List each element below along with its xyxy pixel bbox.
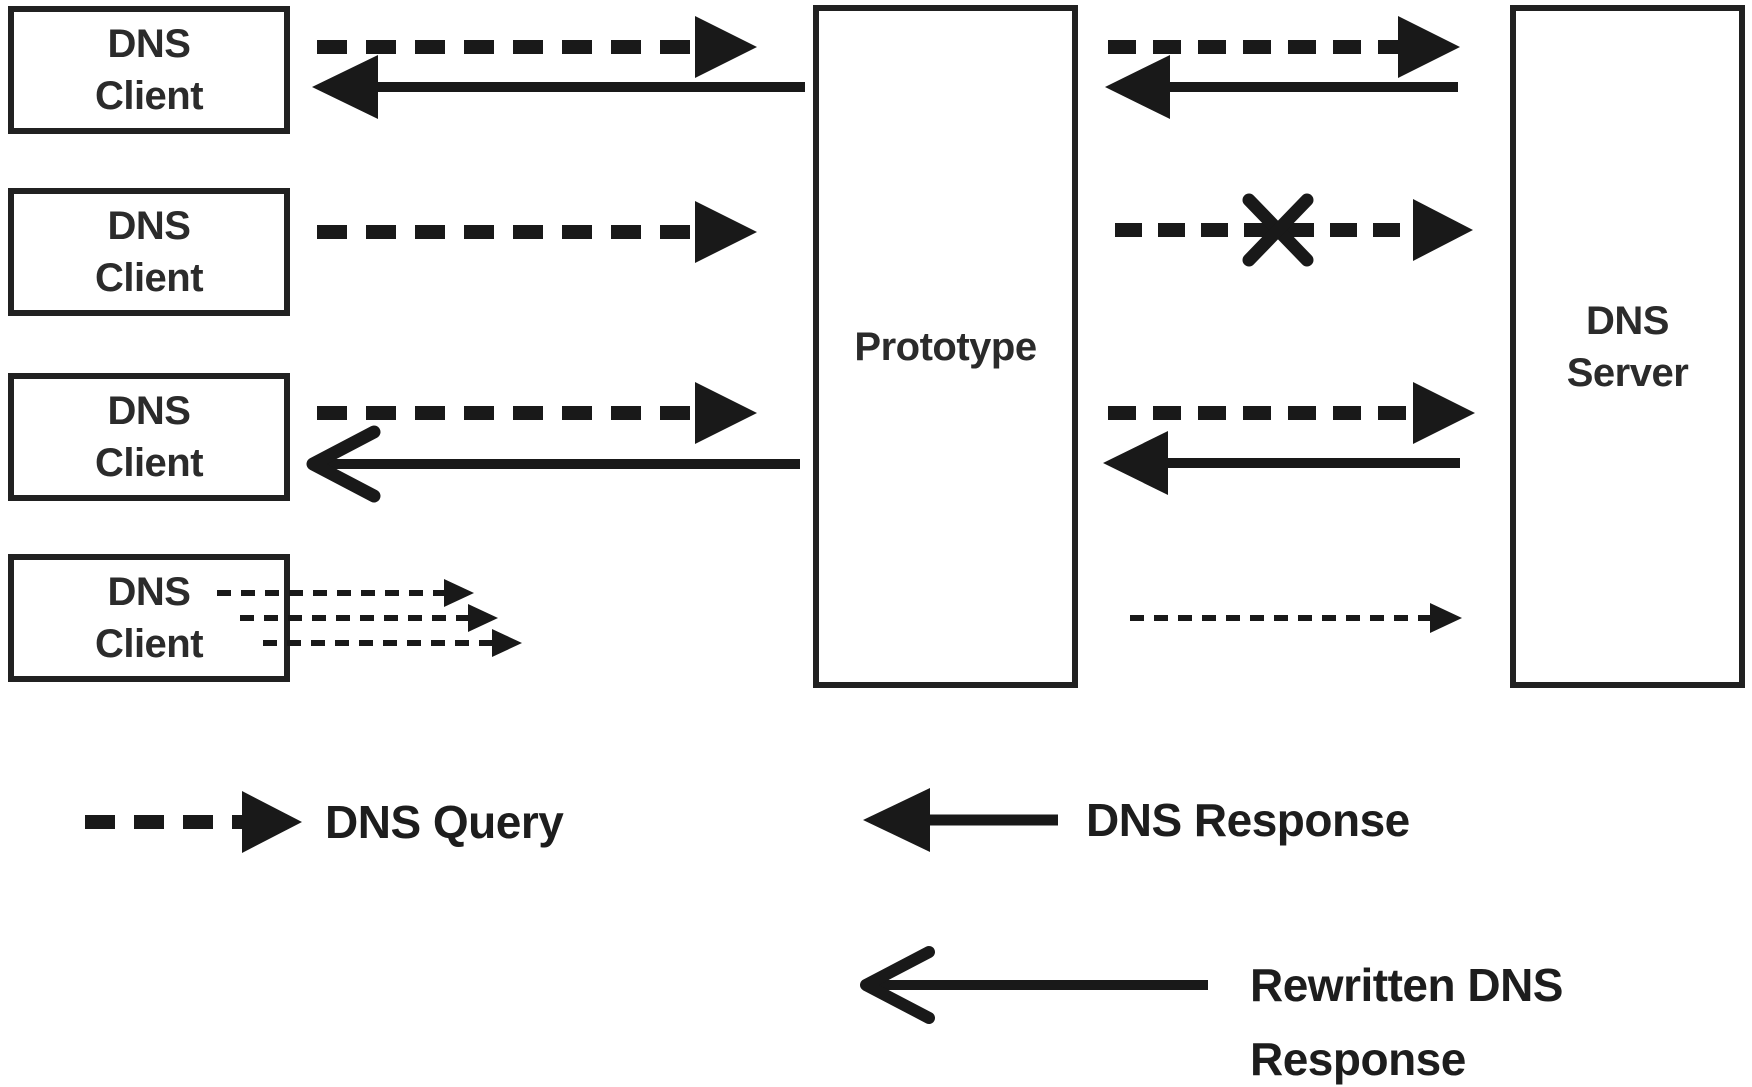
legend-rewritten-dns-response-label: Rewritten DNS Response xyxy=(1250,948,1563,1087)
dns-query-arrow-prototype-to-server-row2-dropped xyxy=(1115,199,1473,261)
legend-rewritten-dns-response-arrow xyxy=(860,946,1208,1024)
dns-query-arrow-thin-client4-c xyxy=(263,629,522,657)
legend-dns-response-label: DNS Response xyxy=(1086,794,1410,846)
dns-query-arrow-thin-prototype-to-server xyxy=(1130,603,1462,633)
dropped-query-x-icon xyxy=(1242,193,1314,267)
dns-query-arrow-prototype-to-server-row1 xyxy=(1108,16,1460,78)
dns-client-3-label-line2: Client xyxy=(94,441,204,485)
dns-client-4-label-line2: Client xyxy=(94,622,204,666)
rewritten-dns-response-arrow-prototype-to-client3 xyxy=(306,425,800,503)
dns-client-1-box: DNS Client xyxy=(8,6,290,134)
dns-query-arrow-thin-client4-a xyxy=(217,579,474,607)
dns-response-arrow-server-to-prototype-row3 xyxy=(1103,431,1460,495)
dns-client-4-label-line1: DNS xyxy=(107,570,191,614)
dns-client-2-label-line1: DNS xyxy=(107,204,191,248)
legend-rewritten-line2: Response xyxy=(1250,1033,1466,1085)
dns-client-2-box: DNS Client xyxy=(8,188,290,316)
dns-server-box: DNS Server xyxy=(1510,5,1745,688)
dns-query-arrow-client3-to-prototype xyxy=(317,382,757,444)
dns-response-arrow-server-to-prototype-row1 xyxy=(1105,55,1458,119)
legend-dns-response-arrow xyxy=(863,788,1058,852)
dns-server-label-line1: DNS xyxy=(1586,298,1669,343)
dns-query-arrow-client2-to-prototype xyxy=(317,201,757,263)
legend-dns-query-label: DNS Query xyxy=(325,796,564,848)
dns-response-arrow-prototype-to-client1 xyxy=(312,55,805,119)
legend-dns-query-arrow xyxy=(85,791,302,853)
dns-query-arrow-prototype-to-server-row3 xyxy=(1108,382,1475,444)
dns-client-3-label-line1: DNS xyxy=(107,389,191,433)
prototype-label: Prototype xyxy=(854,324,1037,369)
dns-server-label-line2: Server xyxy=(1566,350,1689,395)
legend-rewritten-line1: Rewritten DNS xyxy=(1250,959,1563,1011)
dns-client-1-label-line1: DNS xyxy=(107,22,191,66)
dns-query-arrow-client1-to-prototype xyxy=(317,16,757,78)
dns-client-3-box: DNS Client xyxy=(8,373,290,501)
prototype-box: Prototype xyxy=(813,5,1078,688)
dns-client-2-label-line2: Client xyxy=(94,256,204,300)
dns-client-1-label-line2: Client xyxy=(94,74,204,118)
dns-query-arrow-thin-client4-b xyxy=(240,604,498,632)
